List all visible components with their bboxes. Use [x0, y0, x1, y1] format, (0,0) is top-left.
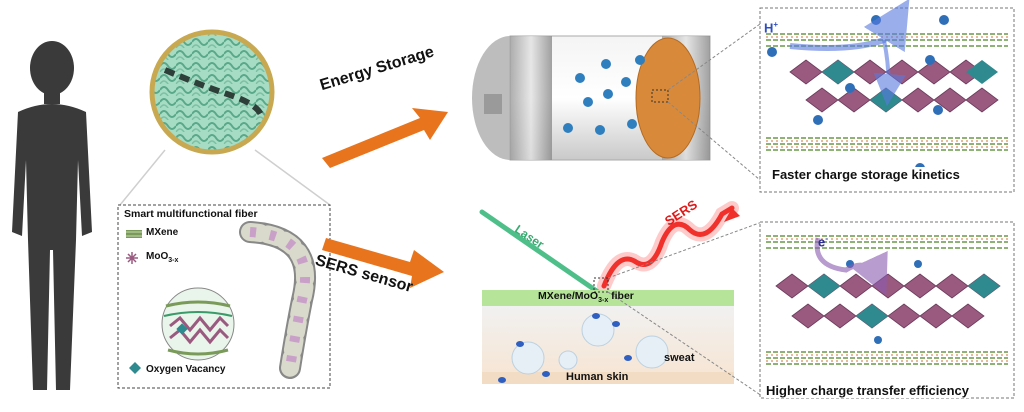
legend-moo3-label: MoO3-x — [146, 251, 179, 264]
mxene-legend-icon — [126, 230, 142, 238]
fiber-curve — [239, 221, 317, 379]
skin-section — [482, 221, 763, 397]
arrow-sers — [322, 238, 444, 288]
battery — [472, 23, 761, 181]
smart-fiber-title: Smart multifunctional fiber — [124, 208, 258, 220]
laser-beam — [479, 209, 601, 295]
fiber-cross-section — [161, 287, 235, 361]
panel-top-caption: Faster charge storage kinetics — [772, 167, 960, 182]
oxygen-vacancy-icon — [129, 362, 141, 374]
human-figure — [12, 41, 92, 390]
sers-signal — [597, 201, 740, 293]
panel-bottom — [759, 221, 1015, 399]
proton-label: H+ — [764, 20, 779, 36]
panel-top — [759, 0, 1015, 193]
panel-bottom-caption: Higher charge transfer efficiency — [766, 383, 970, 398]
moo3-legend-icon — [126, 252, 138, 264]
electron-label: e- — [818, 234, 828, 250]
oxygen-vacancy-label: Oxygen Vacancy — [146, 364, 226, 375]
sweat-label: sweat — [664, 352, 695, 364]
fabric-zoom — [119, 29, 331, 206]
battery-ions — [563, 55, 645, 135]
human-skin-label: Human skin — [566, 371, 629, 383]
legend-mxene-label: MXene — [146, 227, 179, 238]
fiber-bar-label: MXene/MoO3-x fiber — [538, 290, 634, 305]
arrow-energy — [322, 108, 448, 168]
